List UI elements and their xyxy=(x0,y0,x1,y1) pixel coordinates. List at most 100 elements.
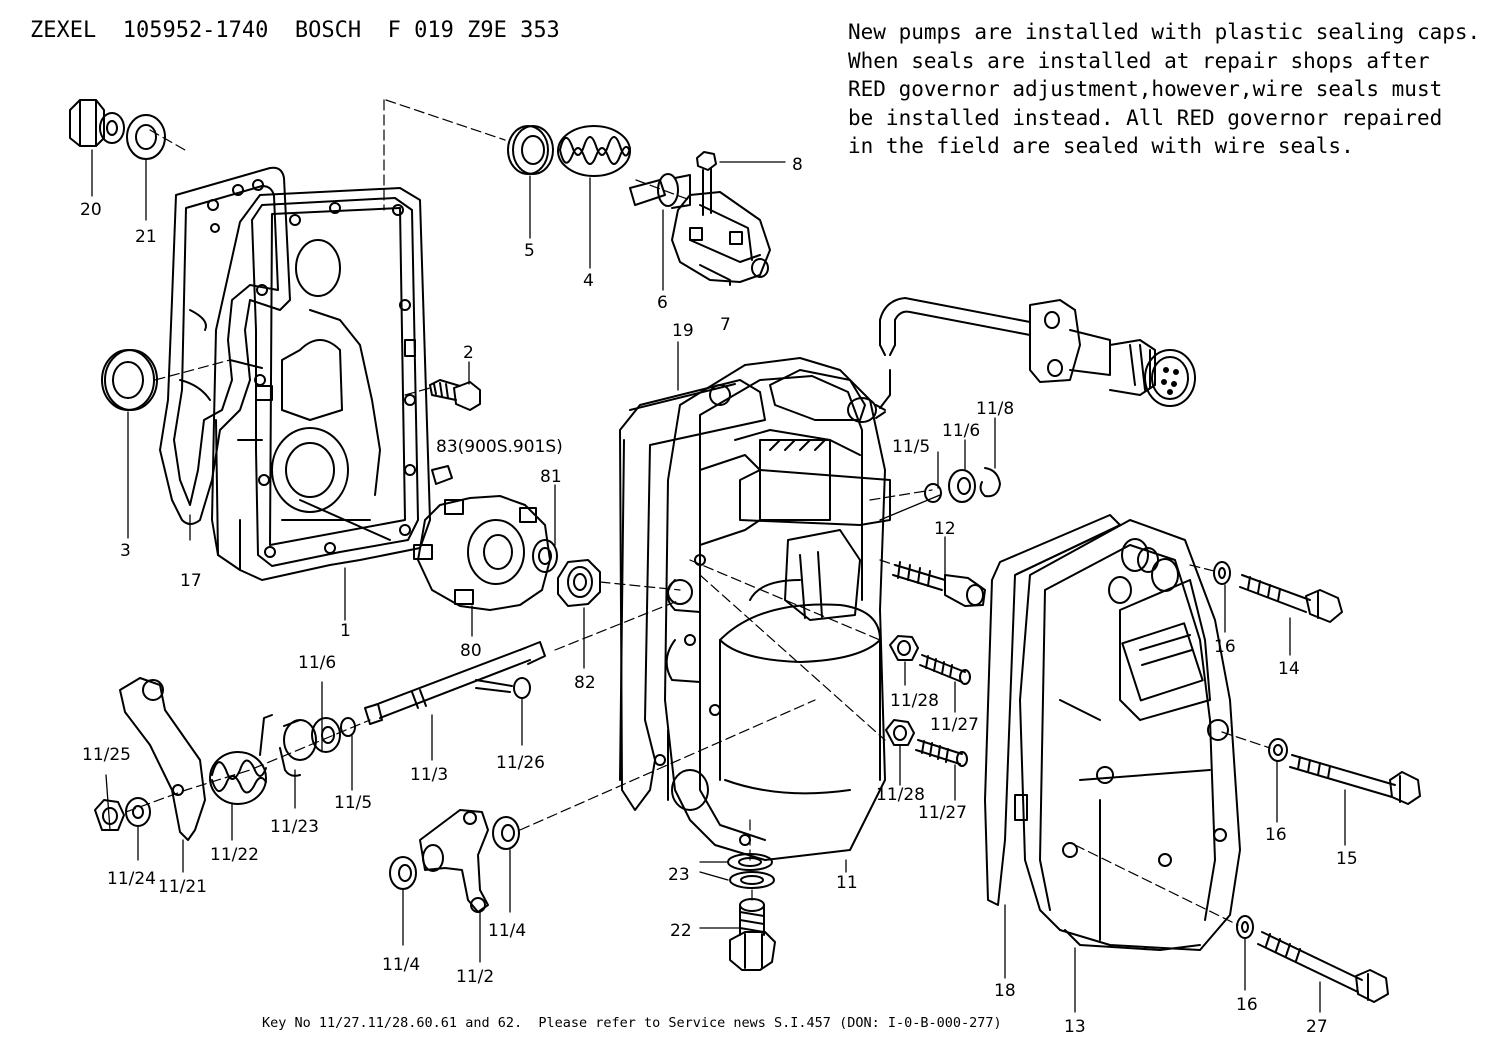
sealing-note: New pumps are installed with plastic sea… xyxy=(848,18,1480,161)
callout-label: 11/4 xyxy=(488,921,526,941)
callout-label: 83(900S.901S) xyxy=(436,437,563,457)
callout-label: 15 xyxy=(1336,849,1358,869)
callout-labels: 20 21 5 4 8 6 7 19 2 3 17 1 83(900S.901S… xyxy=(80,155,1358,1037)
part-21-washer xyxy=(126,114,166,160)
part-11-28-nut-lower xyxy=(885,719,915,746)
part-11-27-screw-lower xyxy=(915,739,968,767)
part-11-3-shaft xyxy=(364,641,546,725)
callout-label: 14 xyxy=(1278,659,1300,679)
callout-label: 11/25 xyxy=(82,745,131,765)
part-16-washer-1 xyxy=(1213,561,1231,585)
callout-label: 7 xyxy=(720,315,731,335)
callout-label: 19 xyxy=(672,321,694,341)
callout-label: 21 xyxy=(135,227,157,247)
part-11-21-lever xyxy=(119,677,206,841)
part-7-lever-assembly xyxy=(671,191,771,286)
part-20-cap-nut xyxy=(69,99,125,147)
part-83-key xyxy=(431,465,453,485)
part-11-28-nut xyxy=(889,635,919,661)
part-11-5-ring xyxy=(340,717,356,737)
part-27-bolt xyxy=(1257,931,1389,1003)
part-11-23-sleeve xyxy=(279,719,317,777)
callout-label: 2 xyxy=(463,343,474,363)
part-18-gasket xyxy=(984,514,1121,906)
callout-label: 4 xyxy=(583,271,594,291)
callout-label: 18 xyxy=(994,981,1016,1001)
callout-label: 11/28 xyxy=(890,691,939,711)
part-11-governor-body xyxy=(654,357,891,861)
part-11-27-screw xyxy=(919,654,971,685)
part-11-5-oring xyxy=(924,483,942,503)
part-12-bolt xyxy=(892,561,986,607)
callout-label: 11/26 xyxy=(496,753,545,773)
callout-label: 13 xyxy=(1064,1017,1086,1037)
callout-label: 5 xyxy=(524,241,535,261)
part-8-screw xyxy=(696,151,717,216)
callout-label: 11/2 xyxy=(456,967,494,987)
part-19-gasket xyxy=(619,379,766,811)
callout-label: 11/3 xyxy=(410,765,448,785)
part-82-nut xyxy=(557,559,601,607)
part-1-governor-housing xyxy=(211,187,431,581)
callout-label: 16 xyxy=(1236,995,1258,1015)
callout-label: 17 xyxy=(180,571,202,591)
part-16-washer-3 xyxy=(1236,915,1254,939)
part-15-bolt xyxy=(1289,754,1421,805)
callout-label: 80 xyxy=(460,641,482,661)
part-11-22-spring xyxy=(209,714,273,805)
callout-label: 11/6 xyxy=(298,653,336,673)
callout-label: 11/27 xyxy=(918,803,967,823)
part-17-gasket xyxy=(159,166,291,525)
callout-label: 82 xyxy=(574,673,596,693)
part-11-2-lever xyxy=(419,809,489,913)
callout-label: 11/5 xyxy=(334,793,372,813)
callout-label: 27 xyxy=(1306,1017,1328,1037)
callout-label: 11/22 xyxy=(210,845,259,865)
callout-label: 11/28 xyxy=(876,785,925,805)
footer-key-note: Key No 11/27.11/28.60.61 and 62. Please … xyxy=(262,1015,1002,1031)
part-number-header: ZEXEL 105952-1740 BOSCH F 019 Z9E 353 xyxy=(30,18,560,43)
callout-label: 11 xyxy=(836,873,858,893)
callout-label: 11/8 xyxy=(976,399,1014,419)
callout-label: 3 xyxy=(120,541,131,561)
part-5-seal xyxy=(507,125,554,175)
part-13-governor-cover xyxy=(1014,519,1241,951)
callout-label: 11/4 xyxy=(382,955,420,975)
part-11-8-clip xyxy=(979,467,1001,498)
part-11-26-screw xyxy=(475,677,531,699)
callout-label: 11/21 xyxy=(158,877,207,897)
note-line: in the field are sealed with wire seals. xyxy=(848,134,1354,158)
callout-label: 22 xyxy=(670,921,692,941)
part-16-washer-2 xyxy=(1268,738,1288,762)
callout-label: 20 xyxy=(80,200,102,220)
callout-label: 11/27 xyxy=(930,715,979,735)
note-line: RED governor adjustment,however,wire sea… xyxy=(848,77,1443,101)
callout-label: 11/5 xyxy=(892,437,930,457)
callout-label: 6 xyxy=(657,293,668,313)
callout-label: 81 xyxy=(540,467,562,487)
callout-label: 1 xyxy=(340,621,351,641)
callout-label: 8 xyxy=(792,155,803,175)
note-line: When seals are installed at repair shops… xyxy=(848,48,1430,73)
callout-label: 11/24 xyxy=(107,869,156,889)
part-11-6-washer xyxy=(948,469,976,503)
callout-label: 16 xyxy=(1214,637,1236,657)
part-11-4-washer-left xyxy=(389,856,417,890)
callout-label: 11/6 xyxy=(942,421,980,441)
part-6-plunger xyxy=(629,173,691,209)
part-2-bolt xyxy=(429,379,481,411)
callout-label: 16 xyxy=(1265,825,1287,845)
part-11-24-washer xyxy=(125,797,151,827)
leader-lines xyxy=(91,149,1346,1013)
callout-label: 12 xyxy=(934,519,956,539)
part-4-spring xyxy=(557,125,631,177)
callout-label: 11/23 xyxy=(270,817,319,837)
part-3-seal-ring xyxy=(101,349,158,411)
part-22-banjo-bolt xyxy=(729,898,776,971)
note-line: be installed instead. All RED governor r… xyxy=(848,105,1443,130)
part-11-4-washer-right xyxy=(492,816,520,850)
callout-label: 23 xyxy=(668,865,690,885)
part-14-bolt xyxy=(1239,574,1343,623)
part-80-flyweight xyxy=(413,495,551,611)
